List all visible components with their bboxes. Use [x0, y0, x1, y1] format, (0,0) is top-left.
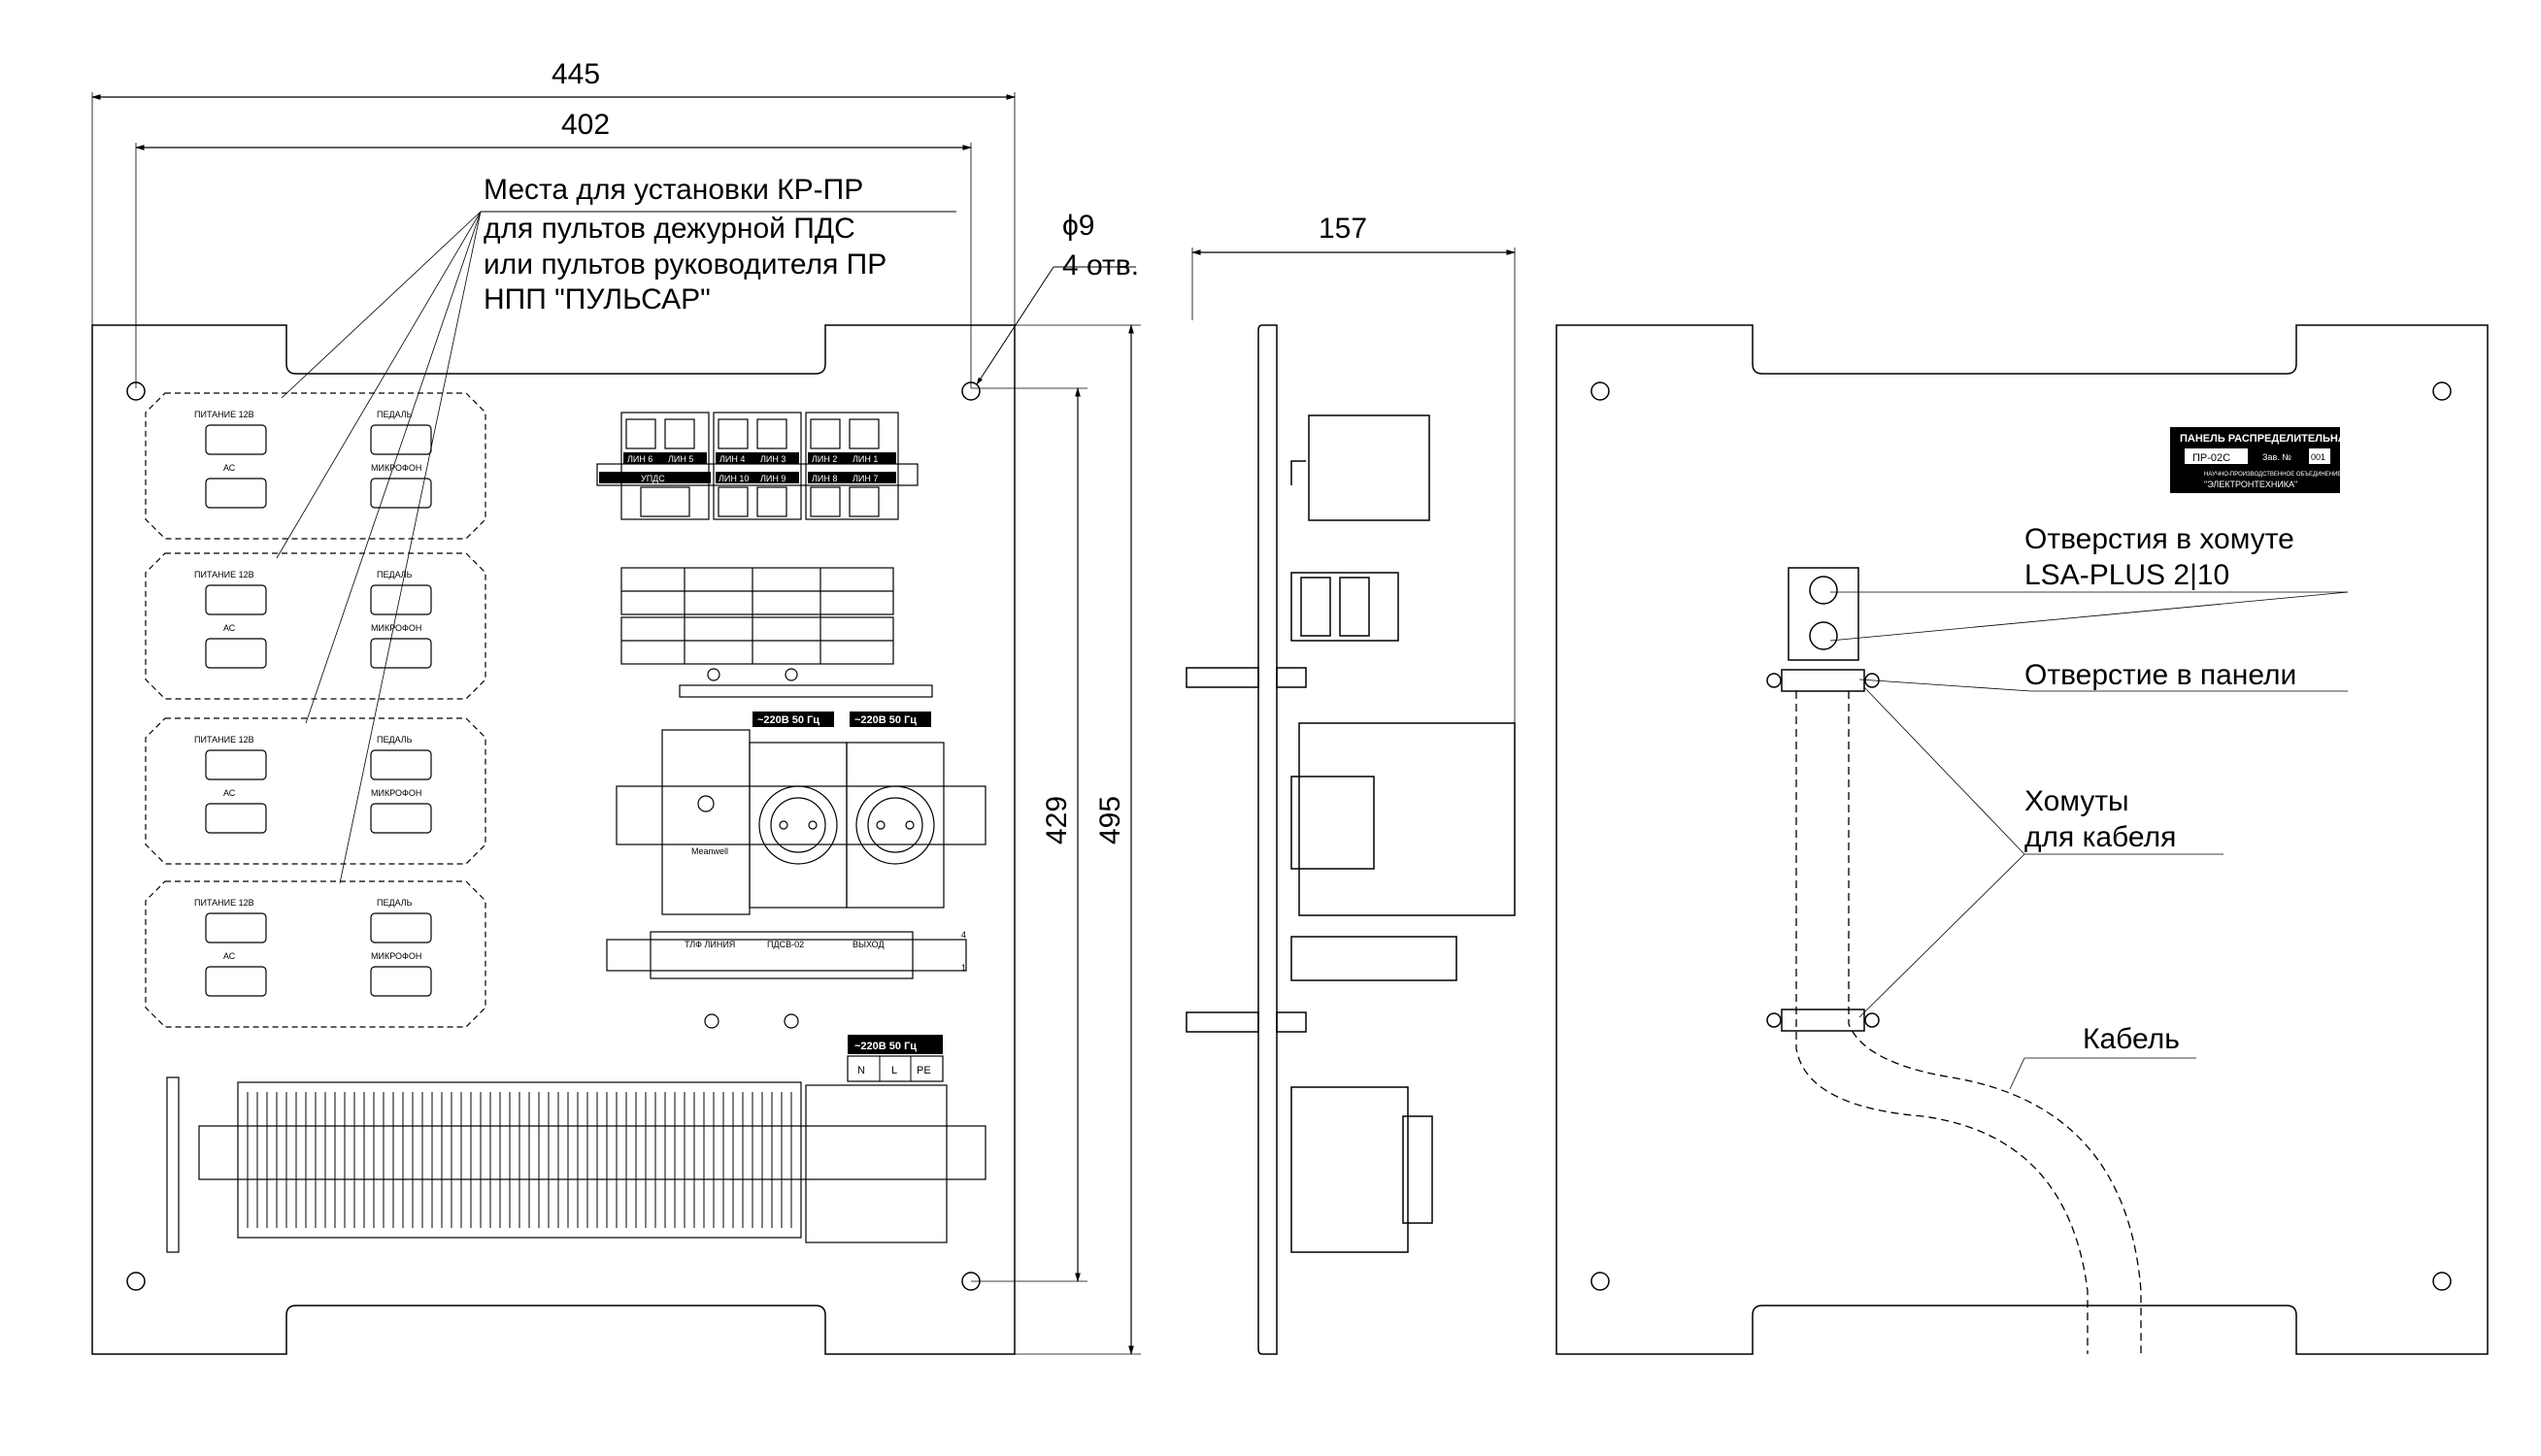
- rear-hole-br: [2432, 1272, 2452, 1291]
- rear-hole-tl: [1590, 381, 1610, 401]
- mount-hole-br: [961, 1272, 981, 1291]
- module-ac-label: АС: [223, 951, 236, 961]
- module-ac-label: АС: [223, 623, 236, 633]
- rear-panel-outline: [1555, 324, 2489, 1355]
- callout-clamp-holes-2: LSA-PLUS 2|10: [2024, 559, 2229, 591]
- converter-tlf-label: ТЛФ ЛИНИЯ: [685, 940, 735, 949]
- nameplate-org: "ЭЛЕКТРОНТЕХНИКА": [2204, 480, 2297, 489]
- port-label-lin10: ЛИН 10: [719, 474, 749, 483]
- rear-cable: [1795, 691, 2142, 1354]
- module-power-label: ПИТАНИЕ 12В: [194, 735, 254, 745]
- console-module-2: ПИТАНИЕ 12В ПЕДАЛЬ АС МИКРОФОН: [145, 552, 486, 700]
- module-pedal-label: ПЕДАЛЬ: [377, 735, 413, 745]
- module-pedal-label: ПЕДАЛЬ: [377, 410, 413, 419]
- module-power-label: ПИТАНИЕ 12В: [194, 410, 254, 419]
- socket-2-voltage: ~220В 50 Гц: [854, 714, 917, 726]
- side-view: [1186, 248, 1516, 1355]
- module-ac-label: АС: [223, 788, 236, 798]
- nameplate-org-small: НАУЧНО-ПРОИЗВОДСТВЕННОЕ ОБЪЕДИНЕНИЕ: [2204, 472, 2341, 478]
- module-ac-label: АС: [223, 463, 236, 473]
- mains-l: L: [891, 1065, 897, 1076]
- callout-cable-clamps-1: Хомуты: [2024, 785, 2129, 817]
- nameplate-serial-label: Зав. №: [2262, 452, 2291, 462]
- mount-hole-tr: [961, 381, 981, 401]
- terminal-rail: [166, 1076, 986, 1253]
- port-label-lin2: ЛИН 2: [812, 454, 837, 464]
- dim-402: 402: [561, 109, 610, 141]
- mount-hole-bl: [126, 1272, 146, 1291]
- rear-hole-bl: [1590, 1272, 1610, 1291]
- nameplate-title: ПАНЕЛЬ РАСПРЕДЕЛИТЕЛЬНАЯ: [2180, 433, 2354, 445]
- front-view: [91, 92, 1141, 1355]
- console-module-3: ПИТАНИЕ 12В ПЕДАЛЬ АС МИКРОФОН: [145, 717, 486, 865]
- module-power-label: ПИТАНИЕ 12В: [194, 898, 254, 908]
- port-label-lin1: ЛИН 1: [853, 454, 878, 464]
- converter-out-label: ВЫХОД: [853, 940, 885, 949]
- socket-1: [758, 785, 838, 865]
- nameplate: ПАНЕЛЬ РАСПРЕДЕЛИТЕЛЬНАЯ ПР-02С Зав. № 0…: [2170, 427, 2354, 493]
- module-pedal-label: ПЕДАЛЬ: [377, 898, 413, 908]
- console-module-1: ПИТАНИЕ 12В ПЕДАЛЬ АС МИКРОФОН: [145, 392, 486, 540]
- nameplate-serial: 001: [2311, 452, 2325, 462]
- mains-n: N: [857, 1065, 865, 1076]
- callout-kr-pr-3: или пультов руководителя ПР: [484, 248, 886, 281]
- terminal-ticks: [247, 1092, 792, 1228]
- port-label-lin3: ЛИН 3: [760, 454, 786, 464]
- converter-model-label: ПДСВ-02: [767, 940, 804, 949]
- callout-panel-hole: Отверстие в панели: [2024, 659, 2296, 691]
- module-mic-label: МИКРОФОН: [371, 788, 421, 798]
- port-label-lin6: ЛИН 6: [627, 454, 652, 464]
- port-label-lin9: ЛИН 9: [760, 474, 786, 483]
- port-label-lin8: ЛИН 8: [812, 474, 837, 483]
- callout-kr-pr-1: Места для установки КР-ПР: [484, 174, 863, 206]
- module-pedal-label: ПЕДАЛЬ: [377, 570, 413, 579]
- line-port-labels: ЛИН 6 ЛИН 5 ЛИН 4 ЛИН 3 ЛИН 2 ЛИН 1 УПДС…: [599, 452, 896, 483]
- converter-module: [606, 931, 967, 979]
- port-label-lin7: ЛИН 7: [853, 474, 878, 483]
- dim-157: 157: [1319, 213, 1367, 245]
- converter-pin-top: 4: [961, 930, 966, 940]
- psu-brand: Meanwell: [691, 846, 728, 856]
- module-mic-label: МИКРОФОН: [371, 623, 421, 633]
- side-panel-outline: [1257, 324, 1278, 1355]
- port-label-lin4: ЛИН 4: [719, 454, 745, 464]
- dim-445: 445: [552, 58, 600, 90]
- dim-hole-count: 4 отв.: [1062, 249, 1139, 281]
- module-mic-label: МИКРОФОН: [371, 463, 421, 473]
- dim-495: 495: [1094, 796, 1126, 844]
- callout-clamp-holes-1: Отверстия в хомуте: [2024, 523, 2294, 555]
- cross-connect-blocks: [620, 567, 933, 698]
- module-mic-label: МИКРОФОН: [371, 951, 421, 961]
- mount-hole-tl: [126, 381, 146, 401]
- port-label-lin5: ЛИН 5: [668, 454, 693, 464]
- dim-429: 429: [1041, 796, 1073, 844]
- callout-kr-pr-2: для пультов дежурной ПДС: [484, 213, 855, 245]
- socket-1-voltage: ~220В 50 Гц: [757, 714, 819, 726]
- rear-view: [1555, 324, 2489, 1355]
- module-power-label: ПИТАНИЕ 12В: [194, 570, 254, 579]
- console-module-4: ПИТАНИЕ 12В ПЕДАЛЬ АС МИКРОФОН: [145, 880, 486, 1028]
- line-ports-block: [596, 412, 919, 520]
- dim-hole-diameter: ϕ9: [1062, 210, 1095, 242]
- callout-cable: Кабель: [2083, 1023, 2180, 1055]
- socket-2: [855, 785, 935, 865]
- rear-hole-tr: [2432, 381, 2452, 401]
- nameplate-model: ПР-02С: [2192, 452, 2230, 464]
- converter-pin-bottom: 1: [961, 963, 966, 973]
- callout-cable-clamps-2: для кабеля: [2024, 821, 2176, 853]
- callout-kr-pr-4: НПП "ПУЛЬСАР": [484, 283, 711, 315]
- power-section: [616, 729, 986, 915]
- mains-voltage-label: ~220В 50 Гц: [854, 1041, 917, 1052]
- port-label-updc: УПДС: [641, 474, 665, 483]
- mains-pe: PE: [917, 1065, 931, 1076]
